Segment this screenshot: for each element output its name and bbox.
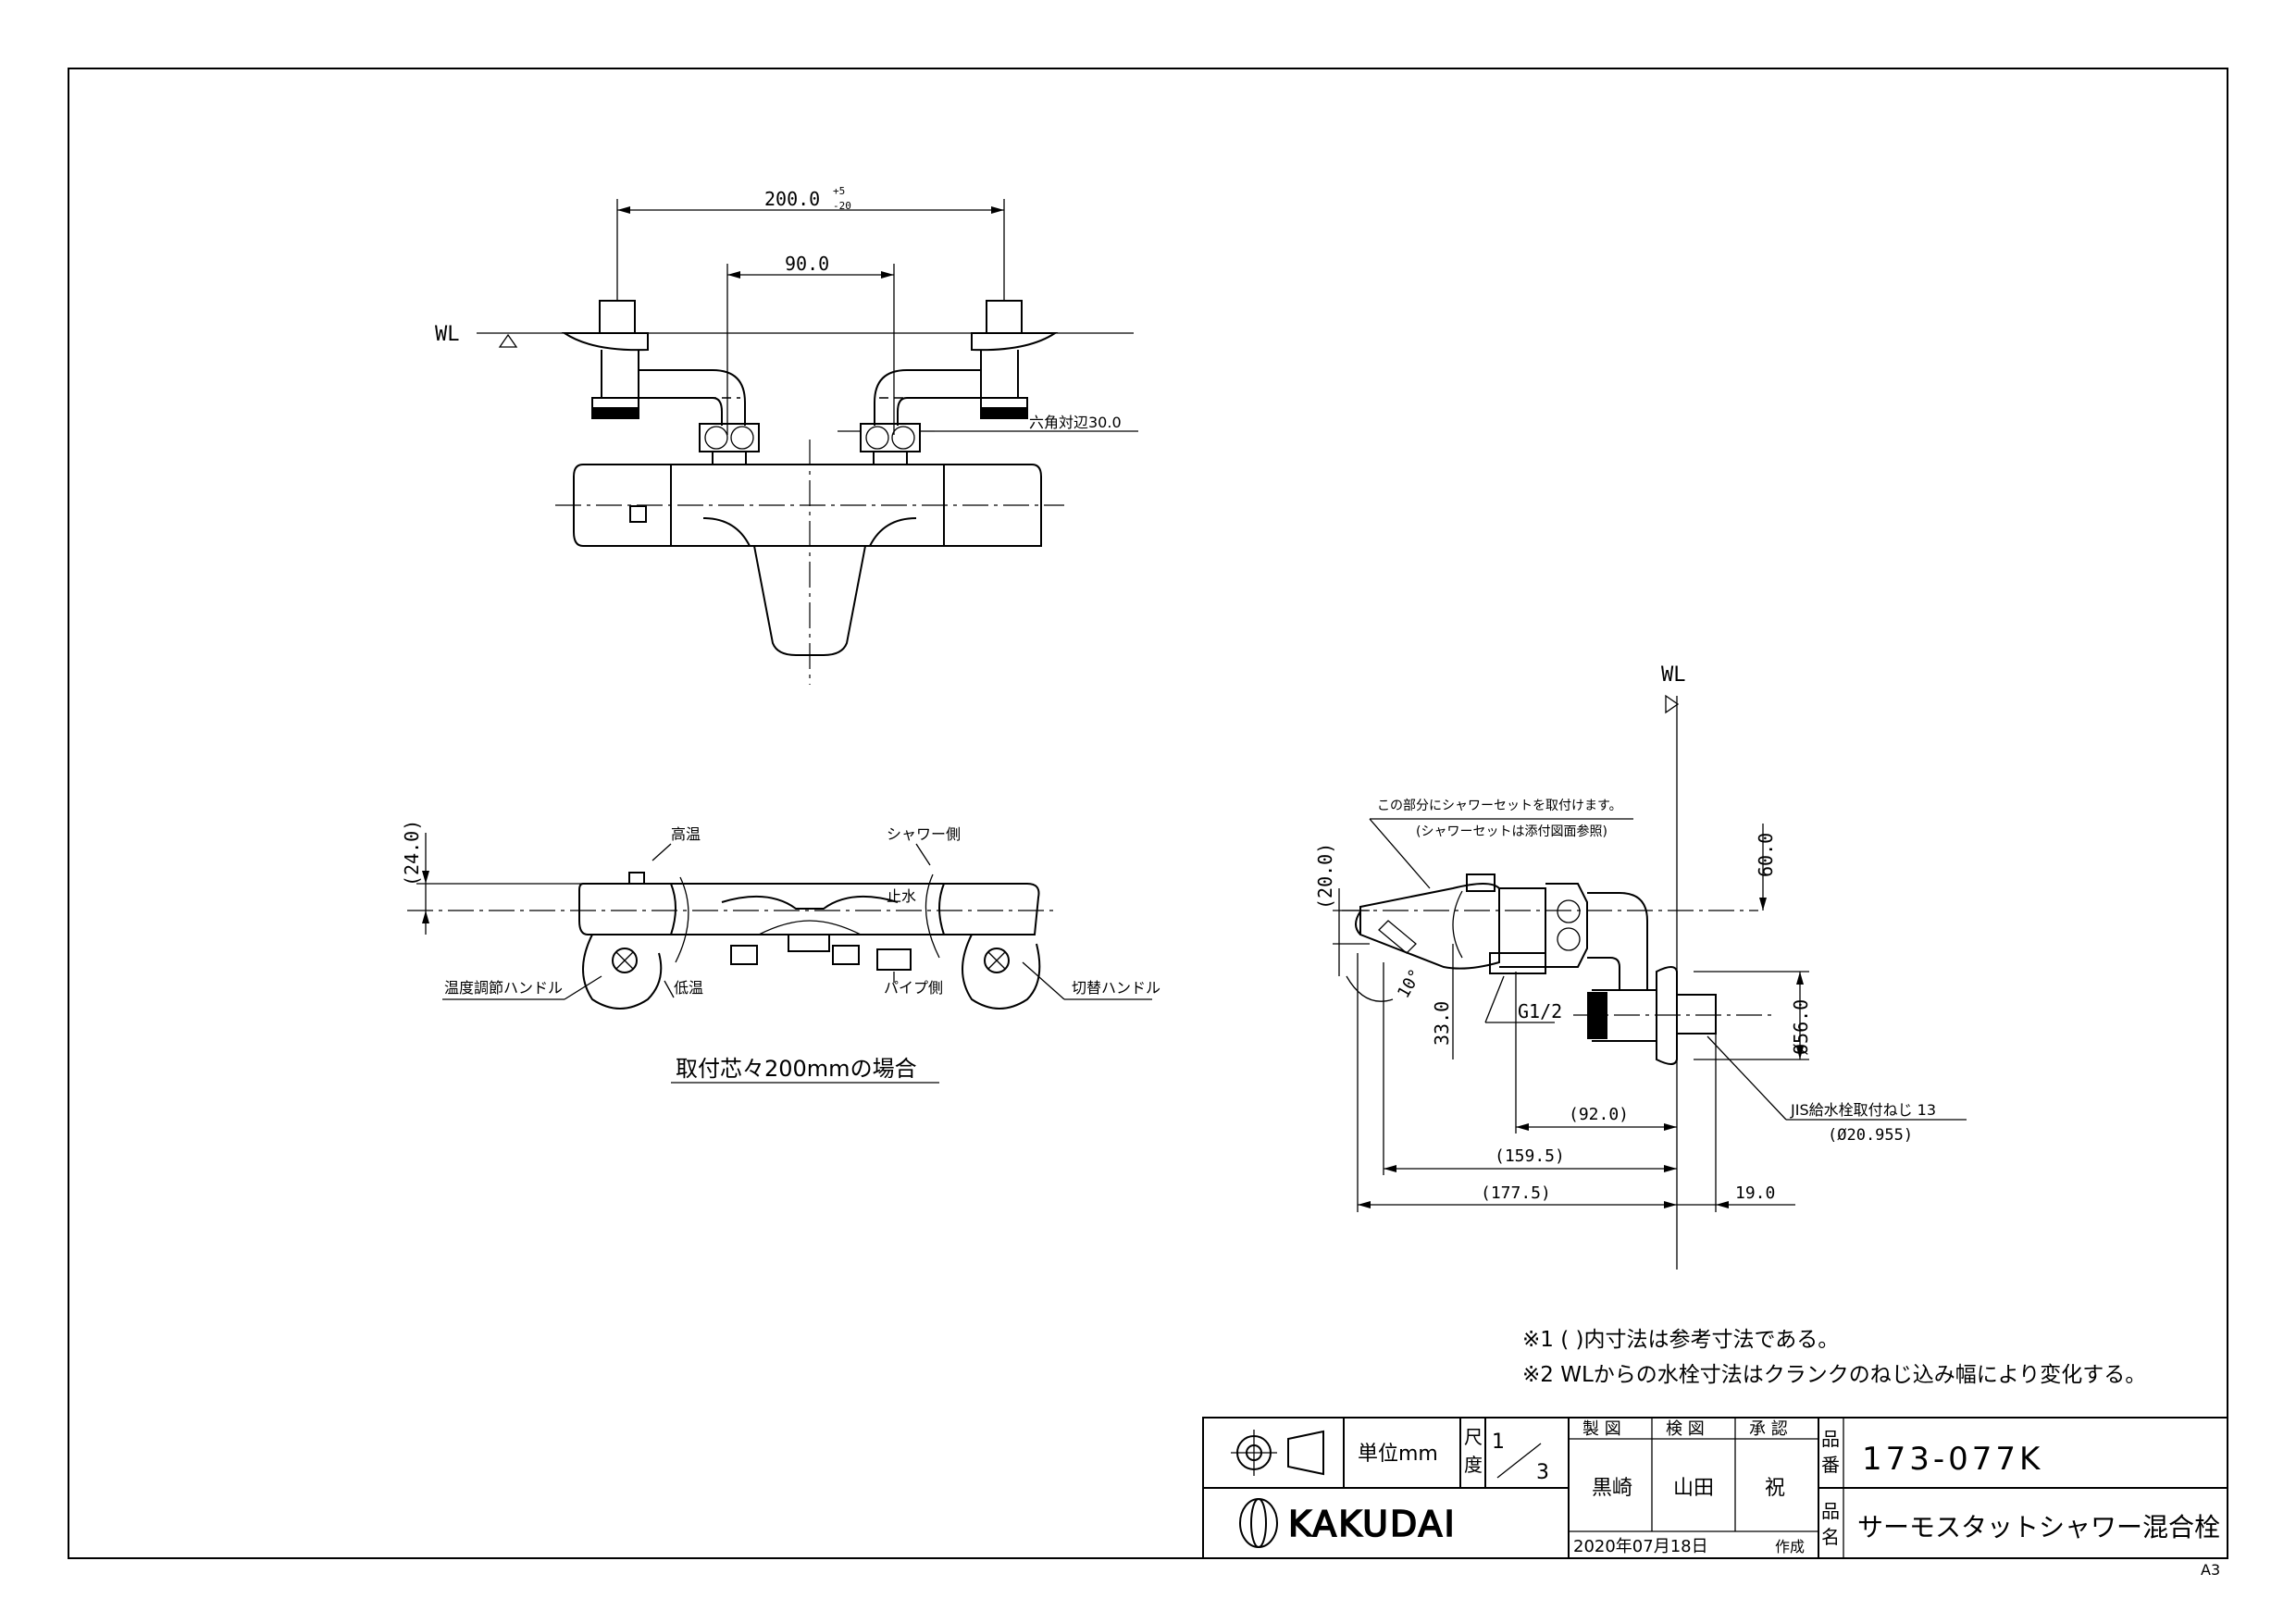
label-temp-handle: 温度調節ハンドル xyxy=(444,979,563,997)
label-stop-water: 止水 xyxy=(887,887,916,905)
dim-19: 19.0 xyxy=(1735,1183,1775,1203)
dim-center: 90.0 xyxy=(785,253,829,275)
wl-label-side: WL xyxy=(1661,663,1686,687)
dim-overall: 200.0 xyxy=(764,188,820,210)
dim-angle: 10° xyxy=(1394,966,1425,1002)
name-check: 山田 xyxy=(1673,1477,1714,1500)
part-name-label-1: 品 xyxy=(1821,1500,1840,1522)
note-2: ※2 WLからの水栓寸法はクランクのねじ込み幅により変化する。 xyxy=(1522,1363,2146,1387)
scale-num: 1 xyxy=(1492,1431,1505,1454)
dim-20: (20.0) xyxy=(1314,843,1336,910)
dim-159: (159.5) xyxy=(1495,1146,1565,1166)
dim-overall-tol-lower: -20 xyxy=(833,200,851,212)
name-draw: 黒崎 xyxy=(1592,1477,1632,1500)
label-switch-handle: 切替ハンドル xyxy=(1072,979,1160,997)
third-angle-projection-icon xyxy=(1231,1430,1324,1476)
label-shower-side: シャワー側 xyxy=(887,825,961,843)
title-block: 単位mm 尺 度 1 3 製 図 検 図 承 認 黒崎 山田 祝 2020年07… xyxy=(1202,1417,2228,1559)
unit-label: 単位mm xyxy=(1358,1443,1438,1466)
scale-label-1: 尺 xyxy=(1464,1426,1483,1448)
part-name: サーモスタットシャワー混合栓 xyxy=(1857,1512,2220,1542)
dim-56: Ø56.0 xyxy=(1790,999,1812,1055)
part-name-label-2: 名 xyxy=(1821,1526,1840,1548)
dim-overall-tol-upper: +5 xyxy=(833,185,845,197)
wl-label-top: WL xyxy=(435,323,460,346)
part-no-label-2: 番 xyxy=(1821,1454,1840,1476)
company-name: KAKUDAI xyxy=(1288,1504,1457,1544)
dim-height: (24.0) xyxy=(401,820,423,886)
jis-dim: (Ø20.955) xyxy=(1828,1126,1913,1145)
scale-label-2: 度 xyxy=(1464,1454,1483,1476)
date: 2020年07月18日 xyxy=(1573,1537,1708,1556)
label-pipe-side: パイプ側 xyxy=(884,979,943,997)
note-shower-1: この部分にシャワーセットを取付けます。 xyxy=(1377,799,1622,813)
thread-g: G1/2 xyxy=(1518,1000,1562,1022)
jis-label: JIS給水栓取付ねじ 13 xyxy=(1790,1101,1936,1119)
name-approve: 祝 xyxy=(1765,1477,1785,1500)
sheet-border xyxy=(68,68,2228,1559)
label-high-temp: 高温 xyxy=(671,825,701,843)
part-no: 173-077K xyxy=(1862,1441,2043,1478)
paper-size: A3 xyxy=(2201,1561,2220,1579)
top-view: 200.0 +5 -20 90.0 WL xyxy=(435,185,1138,685)
col-approve: 承 認 xyxy=(1749,1419,1788,1439)
hex-label: 六角対辺30.0 xyxy=(1029,414,1122,431)
note-1: ※1 ( )内寸法は参考寸法である。 xyxy=(1522,1328,1839,1352)
note-shower-2: (シャワーセットは添付図面参照) xyxy=(1416,824,1607,839)
col-check: 検 図 xyxy=(1666,1419,1705,1439)
dim-33: 33.0 xyxy=(1431,1001,1453,1046)
dim-92: (92.0) xyxy=(1569,1105,1629,1124)
front-view-caption: 取付芯々200mmの場合 xyxy=(676,1056,917,1082)
part-no-label-1: 品 xyxy=(1821,1428,1840,1450)
kakudai-logo: KAKUDAI xyxy=(1239,1498,1457,1548)
label-low-temp: 低温 xyxy=(674,979,703,997)
dim-177: (177.5) xyxy=(1481,1183,1551,1203)
dim-60: 60.0 xyxy=(1755,833,1777,877)
front-view: (24.0) 高温 シャワー側 止水 温度調節ハンドル 低温 パイプ側 xyxy=(401,820,1160,1084)
side-view: WL この部分にシャワーセットを取付けます。 (シャワーセットは添付図面参照) … xyxy=(1314,663,1967,1270)
date-suffix: 作成 xyxy=(1775,1538,1805,1555)
col-draw: 製 図 xyxy=(1582,1419,1621,1439)
scale-den: 3 xyxy=(1536,1461,1549,1484)
